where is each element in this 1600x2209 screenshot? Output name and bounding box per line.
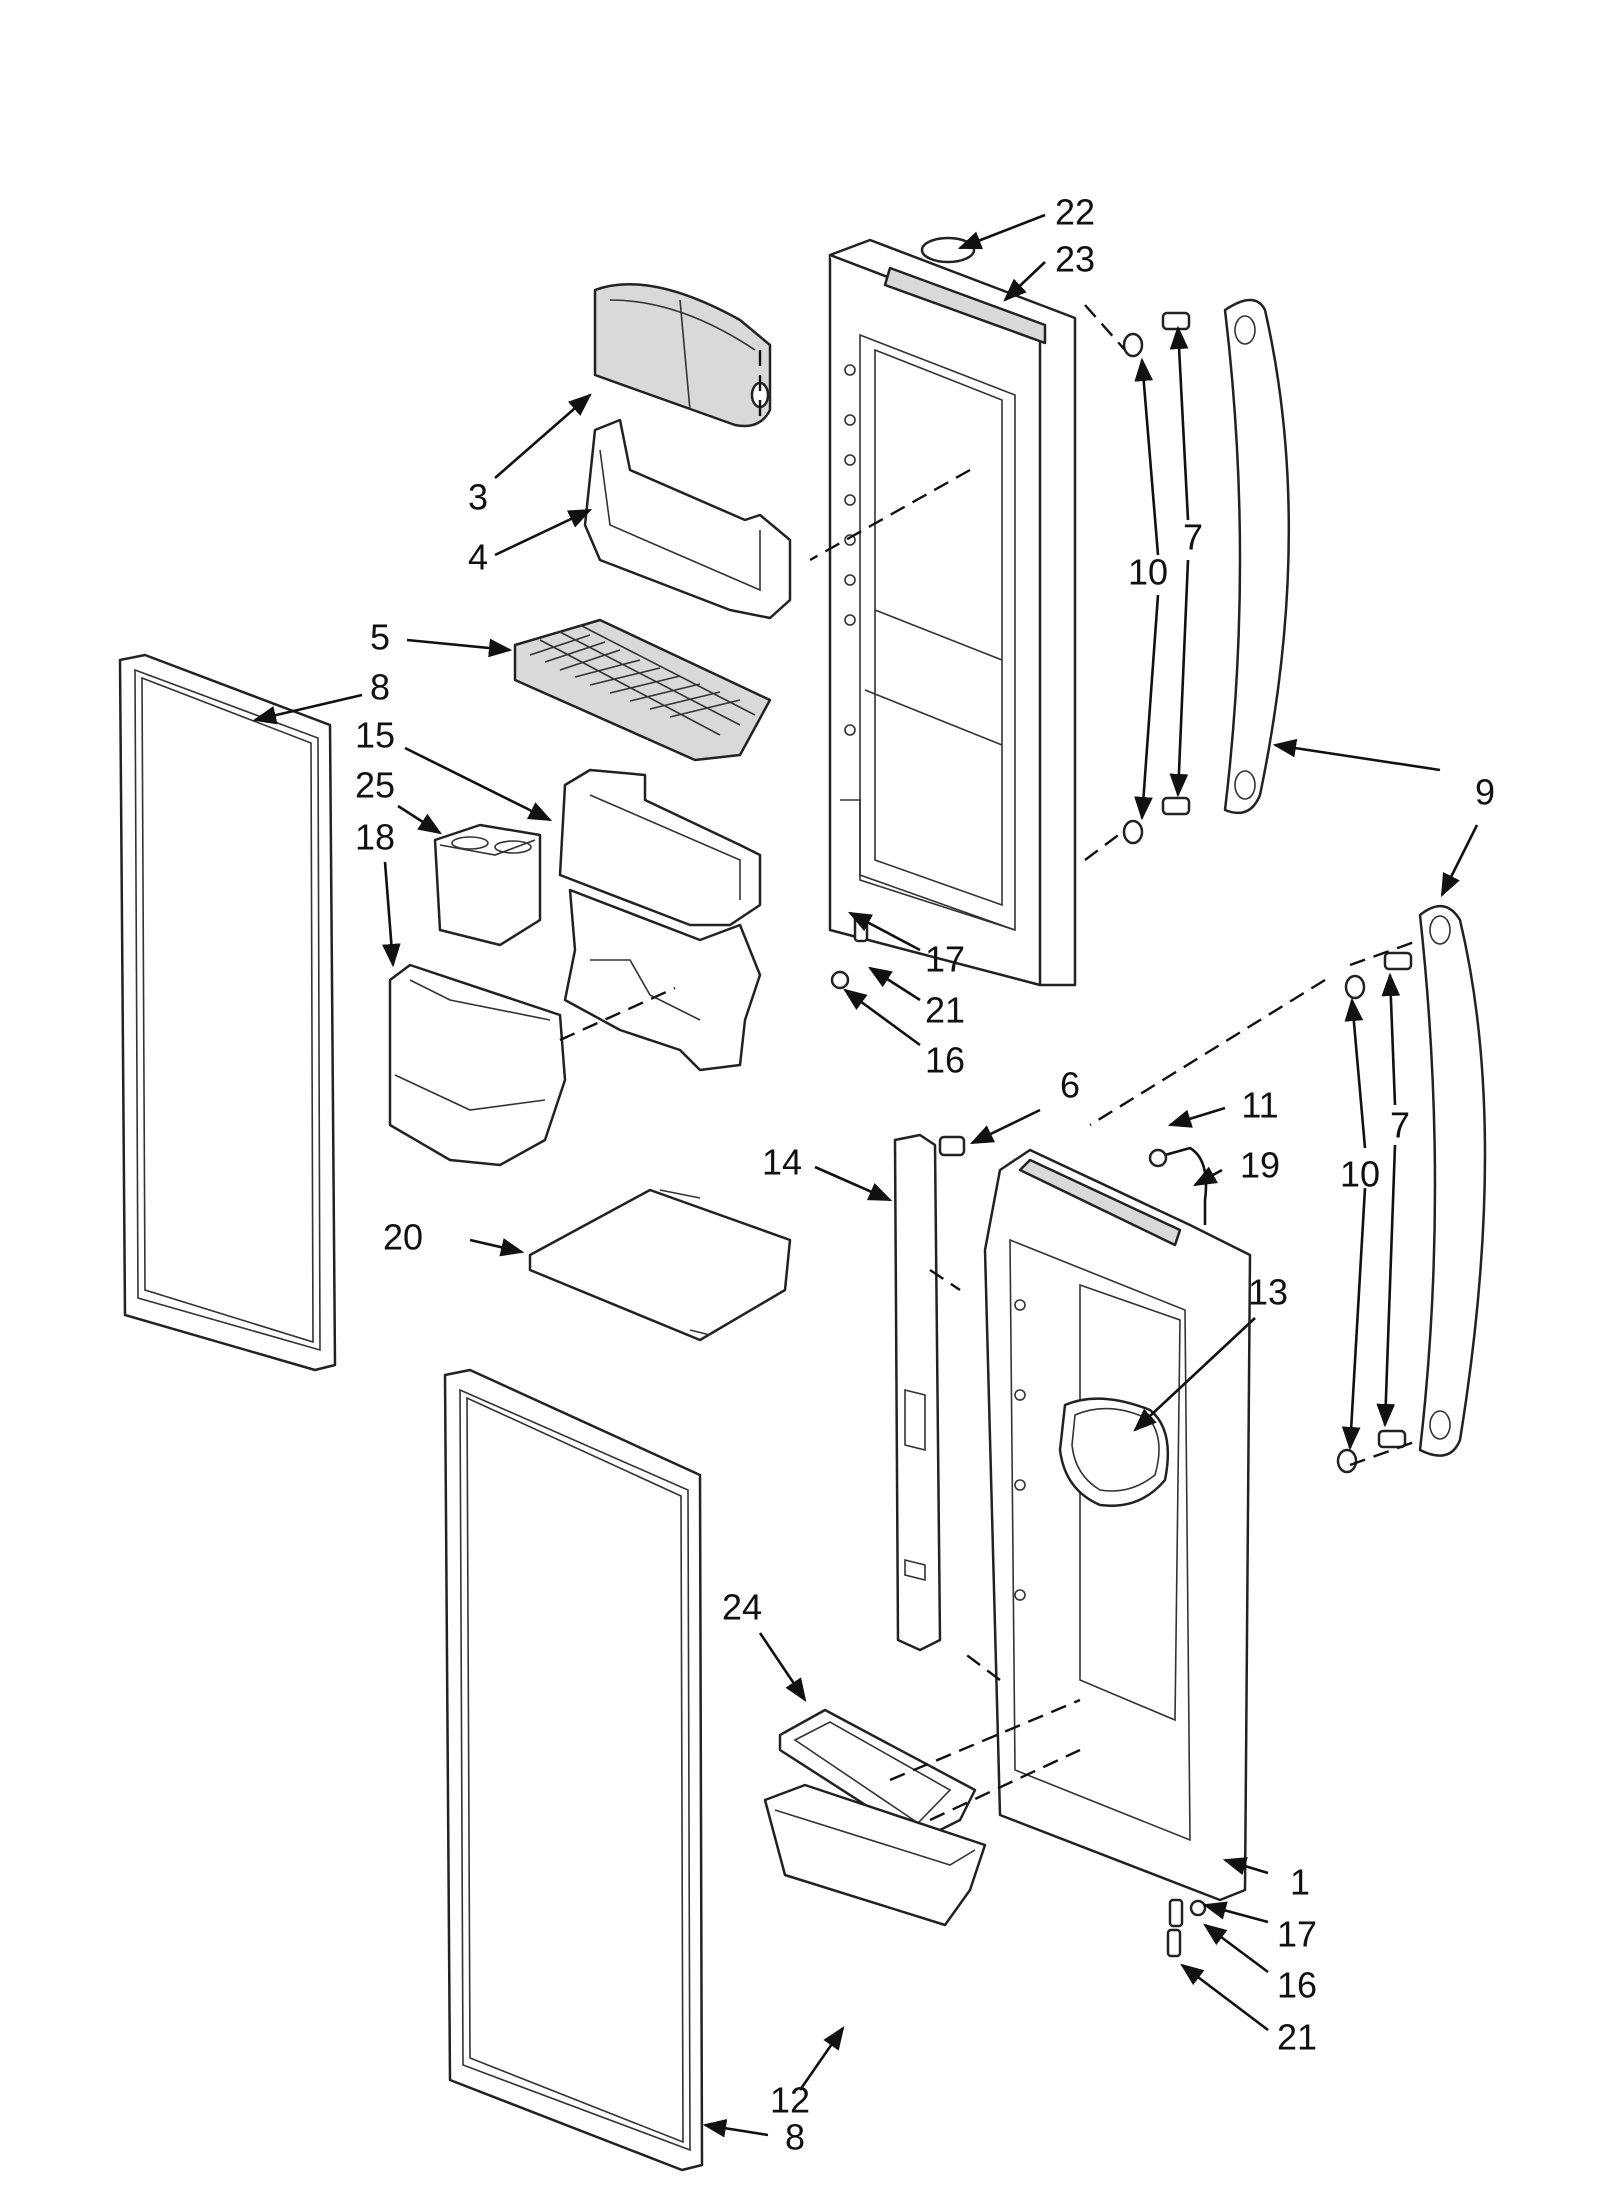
callout-9: 9 <box>1475 772 1495 813</box>
callout-10-upper: 10 <box>1128 552 1168 593</box>
assembly-lines <box>559 304 1421 1822</box>
door-bin-small <box>778 1708 977 1842</box>
callout-16-upper: 16 <box>925 1040 965 1081</box>
callout-17-upper: 17 <box>925 939 965 980</box>
callout-25: 25 <box>355 765 395 806</box>
callout-8-lower: 8 <box>785 2117 805 2158</box>
upper-door-liner <box>828 238 1077 987</box>
callout-labels: 22 23 3 4 10 7 5 8 9 15 25 18 17 21 16 6… <box>355 192 1495 2158</box>
callout-8-upper: 8 <box>370 667 390 708</box>
callout-17-lower: 17 <box>1277 1914 1317 1955</box>
callout-11: 11 <box>1241 1085 1278 1126</box>
callout-13: 13 <box>1248 1272 1288 1313</box>
lower-door-handle <box>1418 905 1487 1457</box>
ice-bucket-tray <box>583 418 792 620</box>
callout-14: 14 <box>762 1142 802 1183</box>
glass-shelf <box>528 1188 792 1342</box>
callout-3: 3 <box>468 477 488 518</box>
callout-22: 22 <box>1055 192 1095 233</box>
callout-5: 5 <box>370 617 390 658</box>
water-tube <box>1148 1146 1208 1225</box>
callout-4: 4 <box>468 537 488 578</box>
shelf-grille <box>513 618 772 762</box>
ice-bin-cover <box>593 283 772 428</box>
callout-12: 12 <box>770 2080 810 2121</box>
bin-frame <box>558 768 762 1072</box>
callout-18: 18 <box>355 817 395 858</box>
callout-15: 15 <box>355 715 395 756</box>
crisper-pan <box>388 963 567 1167</box>
upper-door-handle <box>1223 298 1291 815</box>
ice-container <box>433 823 542 947</box>
door-bin-large <box>763 1783 987 1927</box>
callout-7-upper: 7 <box>1183 517 1203 558</box>
callout-20: 20 <box>383 1217 423 1258</box>
callout-21-upper: 21 <box>925 990 965 1031</box>
lower-door-gasket <box>443 1368 704 2172</box>
callout-23: 23 <box>1055 239 1095 280</box>
callout-7-lower: 7 <box>1390 1105 1410 1146</box>
hinge-channel <box>893 1133 942 1652</box>
callout-24: 24 <box>722 1587 762 1628</box>
upper-door-gasket <box>118 653 337 1372</box>
callout-19: 19 <box>1240 1145 1280 1186</box>
leader-arrows <box>252 213 1479 2138</box>
handle-screws <box>830 311 1413 1958</box>
callout-10-lower: 10 <box>1340 1154 1380 1195</box>
lower-door-liner <box>983 1148 1252 1902</box>
upper-door-cap <box>920 236 976 264</box>
callout-21-lower: 21 <box>1277 2017 1317 2058</box>
callout-1: 1 <box>1290 1862 1310 1903</box>
callout-6: 6 <box>1060 1065 1080 1106</box>
callout-16-lower: 16 <box>1277 1965 1317 2006</box>
